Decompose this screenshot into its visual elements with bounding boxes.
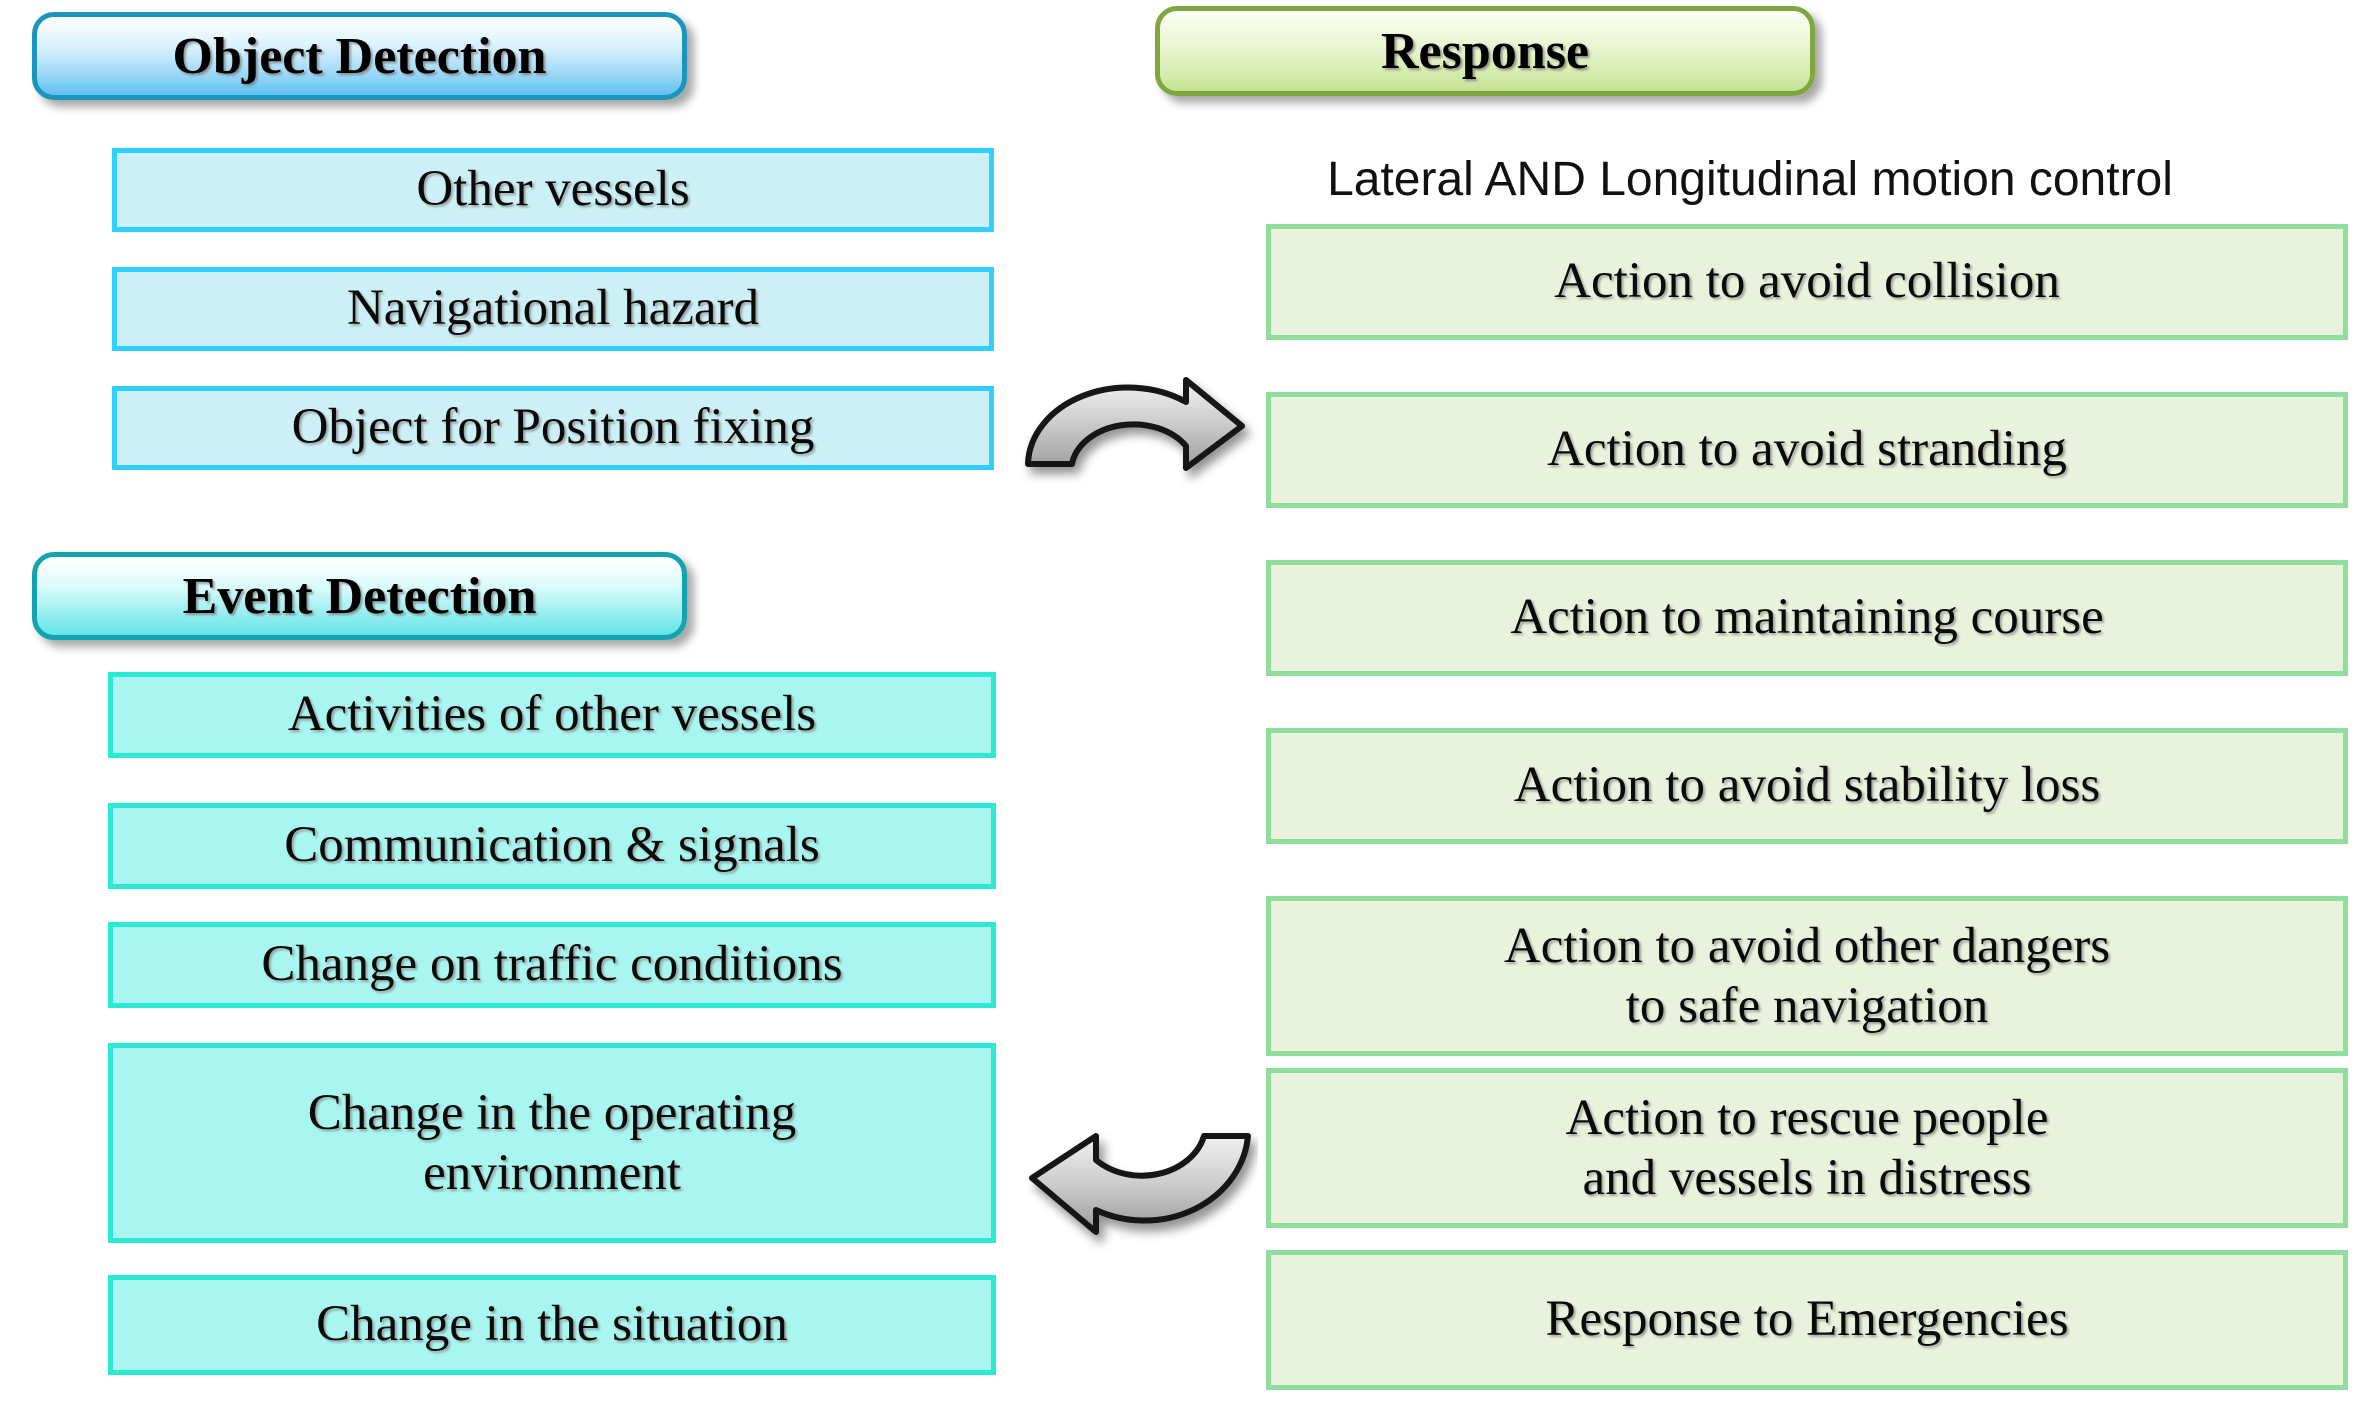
response-header: Response — [1155, 6, 1815, 96]
response-item-action-to-avoid-other-dangers: Action to avoid other dangers to safe na… — [1266, 896, 2348, 1056]
item-label: Navigational hazard — [346, 280, 760, 337]
event-detection-item-change-in-the-operating-environment: Change in the operating environment — [108, 1043, 996, 1243]
object-detection-header: Object Detection — [32, 12, 687, 100]
item-label: Communication & signals — [284, 817, 820, 874]
event-detection-item-change-on-traffic-conditions: Change on traffic conditions — [108, 922, 996, 1008]
item-label: Change in the situation — [316, 1296, 788, 1353]
response-item-response-to-emergencies: Response to Emergencies — [1266, 1250, 2348, 1390]
object-detection-header-label: Object Detection — [172, 27, 547, 85]
response-item-action-to-rescue-people: Action to rescue people and vessels in d… — [1266, 1068, 2348, 1228]
event-detection-item-communication-and-signals: Communication & signals — [108, 803, 996, 889]
object-detection-item-navigational-hazard: Navigational hazard — [112, 267, 994, 351]
item-label: Activities of other vessels — [287, 686, 817, 743]
event-detection-header-label: Event Detection — [182, 567, 537, 625]
response-header-label: Response — [1380, 22, 1590, 80]
item-label: Response to Emergencies — [1545, 1291, 2069, 1348]
item-label: Action to avoid stability loss — [1513, 757, 2101, 814]
object-detection-item-other-vessels: Other vessels — [112, 148, 994, 232]
response-item-action-to-avoid-collision: Action to avoid collision — [1266, 224, 2348, 340]
item-label: Object for Position fixing — [291, 399, 815, 456]
object-detection-item-object-for-position-fixing: Object for Position fixing — [112, 386, 994, 470]
item-label: Action to rescue people and vessels in d… — [1565, 1089, 2049, 1206]
event-detection-item-activities-of-other-vessels: Activities of other vessels — [108, 672, 996, 758]
item-label: Action to maintaining course — [1510, 589, 2104, 646]
response-item-action-to-maintaining-course: Action to maintaining course — [1266, 560, 2348, 676]
item-label: Action to avoid other dangers to safe na… — [1503, 917, 2111, 1034]
item-label: Action to avoid stranding — [1547, 421, 2067, 478]
item-label: Change in the operating environment — [307, 1084, 797, 1201]
arc-arrow-left-bottom-icon — [1018, 1122, 1258, 1262]
item-label: Other vessels — [416, 161, 690, 218]
item-label: Action to avoid collision — [1554, 253, 2060, 310]
response-item-action-to-avoid-stability-loss: Action to avoid stability loss — [1266, 728, 2348, 844]
arc-arrow-right-top-icon — [1020, 368, 1260, 498]
event-detection-item-change-in-the-situation: Change in the situation — [108, 1275, 996, 1375]
item-label: Change on traffic conditions — [261, 936, 843, 993]
response-caption: Lateral AND Longitudinal motion control — [1327, 153, 2173, 206]
response-item-action-to-avoid-stranding: Action to avoid stranding — [1266, 392, 2348, 508]
event-detection-header: Event Detection — [32, 552, 687, 640]
